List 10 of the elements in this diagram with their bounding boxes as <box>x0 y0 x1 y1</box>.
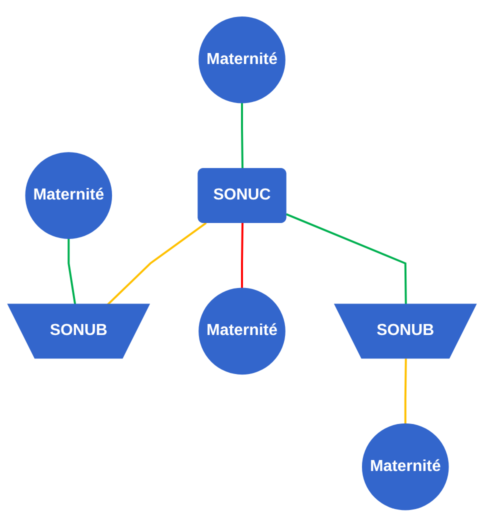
node-circle: Maternité <box>362 423 449 510</box>
node-circle: Maternité <box>25 152 112 239</box>
connector <box>106 222 207 306</box>
connector <box>286 212 407 304</box>
connector <box>241 222 244 288</box>
connector <box>241 102 244 169</box>
node-circle: Maternité <box>198 287 286 374</box>
connector <box>68 238 76 305</box>
node-circle: Maternité <box>198 16 286 103</box>
connector <box>404 358 407 424</box>
